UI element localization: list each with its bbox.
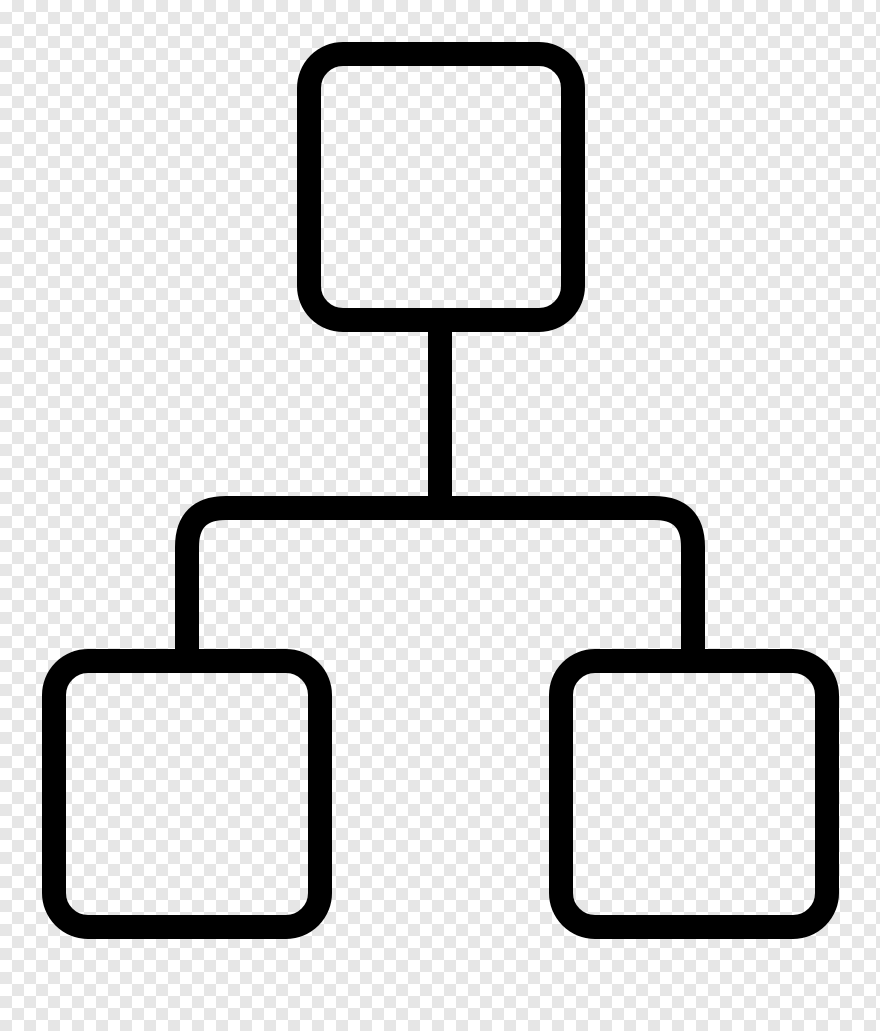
left-child-node bbox=[42, 649, 332, 939]
right-child-node bbox=[549, 649, 839, 939]
root-node bbox=[297, 42, 585, 332]
branch-connector bbox=[175, 496, 705, 661]
